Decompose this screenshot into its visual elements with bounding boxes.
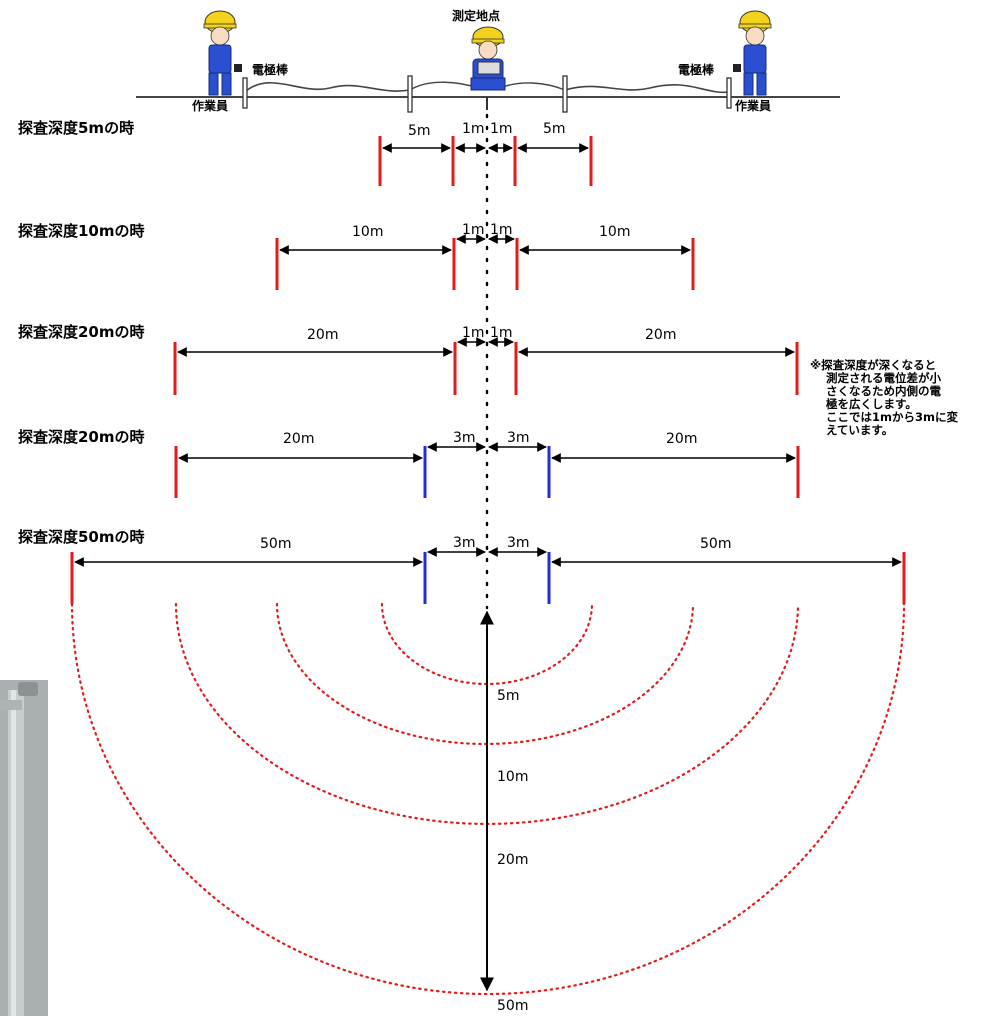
measuring-device-icon: [477, 61, 501, 75]
dim-label-inner-right: 1m: [490, 222, 513, 238]
worker-icon: [470, 26, 506, 91]
row-depth-10m: 探査深度10mの時 10m 1m 1m 10m: [18, 222, 695, 290]
electrode-rod-photo: [0, 680, 48, 1016]
depth-label-50m: 50m: [497, 998, 528, 1014]
row-depth-20m-1m: 探査深度20mの時 20m 1m 1m 20m: [18, 323, 799, 395]
dim-label-outer-right: 20m: [645, 327, 676, 343]
note-line: 測定される電位差が小: [826, 371, 941, 385]
note-line: 極を広くします。: [825, 397, 917, 411]
electrode-rod-icon: [242, 77, 248, 109]
note-line: さくなるため内側の電: [826, 384, 941, 398]
row-label: 探査深度5mの時: [18, 119, 134, 137]
dim-label-outer-left: 10m: [352, 224, 383, 240]
note-block: ※探査深度が深くなると 測定される電位差が小 さくなるため内側の電 極を広くしま…: [810, 358, 958, 437]
row-depth-5m: 探査深度5mの時 5m 1m 1m 5m: [18, 119, 593, 186]
dim-label-inner-right: 1m: [490, 121, 513, 137]
depth-label-20m: 20m: [497, 852, 528, 868]
dim-label-outer-left: 20m: [283, 431, 314, 447]
electrode-label-left: 電極棒: [252, 62, 289, 77]
electrode-rod-icon: [562, 75, 568, 113]
dim-label-inner-right: 3m: [507, 535, 530, 551]
worker-icon: [203, 10, 242, 96]
electrode-rod-icon: [726, 77, 732, 109]
row-label: 探査深度50mの時: [18, 528, 145, 546]
worker-icon: [733, 10, 772, 96]
worker-label-right: 作業員: [735, 98, 771, 113]
dim-label-inner-right: 3m: [507, 430, 530, 446]
row-depth-20m-3m: 探査深度20mの時 20m 3m 3m 20m: [18, 428, 800, 498]
depth-arc-10m: [275, 602, 695, 746]
dim-label-inner-left: 3m: [453, 535, 476, 551]
dim-label-inner-left: 1m: [462, 325, 485, 341]
dim-label-outer-left: 50m: [260, 536, 291, 552]
depth-label-10m: 10m: [497, 769, 528, 785]
dim-label-outer-left: 5m: [408, 123, 431, 139]
dim-label-inner-left: 3m: [453, 430, 476, 446]
row-label: 探査深度10mの時: [18, 222, 145, 240]
cable-left: [244, 82, 411, 93]
dim-label-outer-right: 20m: [666, 431, 697, 447]
dim-label-outer-left: 20m: [307, 327, 338, 343]
depth-label-5m: 5m: [497, 688, 520, 704]
note-line: ※探査深度が深くなると: [810, 358, 936, 372]
electrode-label-right: 電極棒: [678, 62, 715, 77]
note-line: えています。: [826, 423, 893, 437]
note-line: ここでは1mから3mに変: [826, 410, 958, 424]
worker-label-left: 作業員: [192, 98, 228, 113]
measurement-point-label: 測定地点: [452, 8, 500, 23]
cable-left-inner: [409, 81, 479, 91]
dim-label-outer-right: 5m: [543, 121, 566, 137]
dim-label-outer-right: 10m: [599, 224, 630, 240]
dim-label-outer-right: 50m: [700, 536, 731, 552]
cable-right: [564, 84, 731, 94]
row-depth-50m: 探査深度50mの時 50m 3m 3m 50m: [18, 528, 906, 604]
row-label: 探査深度20mの時: [18, 428, 145, 446]
dim-label-inner-left: 1m: [462, 222, 485, 238]
cable-right-inner: [499, 82, 566, 91]
dim-label-inner-right: 1m: [490, 325, 513, 341]
top-scene: 電極棒 作業員 測定地点 電極棒 作業員: [136, 8, 840, 113]
row-label: 探査深度20mの時: [18, 323, 145, 341]
dim-label-inner-left: 1m: [462, 121, 485, 137]
electrode-rod-icon: [407, 75, 413, 113]
